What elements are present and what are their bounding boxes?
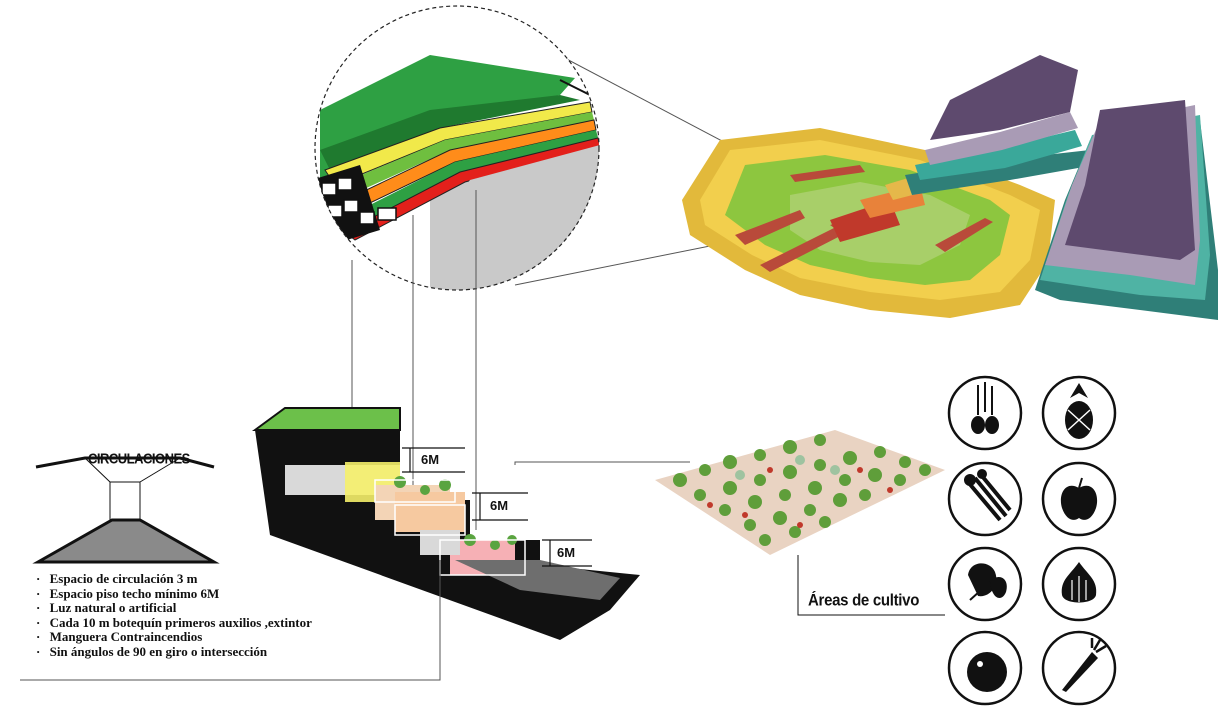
carrot-icon xyxy=(1041,630,1117,706)
note-item: Espacio piso techo mínimo 6M xyxy=(36,586,312,602)
pineapple-icon xyxy=(1041,375,1117,451)
note-item: Luz natural o artificial xyxy=(36,601,312,616)
circulation-title: CIRCULACIONES xyxy=(88,449,190,468)
apple-icon xyxy=(1041,461,1117,537)
note-item: Espacio de circulación 3 m xyxy=(36,571,312,587)
height-label: 6M xyxy=(557,545,576,560)
garlic-icon xyxy=(1041,546,1117,622)
crop-field xyxy=(655,430,945,555)
note-item: Sin ángulos de 90 en giro o intersección xyxy=(36,644,312,660)
height-marks xyxy=(402,447,592,567)
circulation-sketch xyxy=(32,456,220,564)
terrain-model xyxy=(682,55,1218,320)
note-item: Cada 10 m botequín primeros auxilios ,ex… xyxy=(36,615,312,631)
magnifier-detail xyxy=(314,5,600,291)
crop-leader xyxy=(514,461,690,465)
note-item: Manguera Contraincendios xyxy=(36,630,312,645)
crop-areas-label: Áreas de cultivo xyxy=(808,591,920,610)
spinach-icon xyxy=(947,546,1023,622)
circulation-notes: Espacio de circulación 3 m Espacio piso … xyxy=(36,571,312,660)
height-label: 6M xyxy=(421,452,440,467)
onion-icon xyxy=(947,375,1023,451)
height-label: 6M xyxy=(490,498,509,513)
notes-leader xyxy=(20,560,441,681)
celery-icon xyxy=(947,461,1023,537)
building-section xyxy=(251,407,640,640)
crop-icons xyxy=(947,375,1117,706)
tomato-icon xyxy=(947,630,1023,706)
crop-label-leader xyxy=(797,555,945,616)
